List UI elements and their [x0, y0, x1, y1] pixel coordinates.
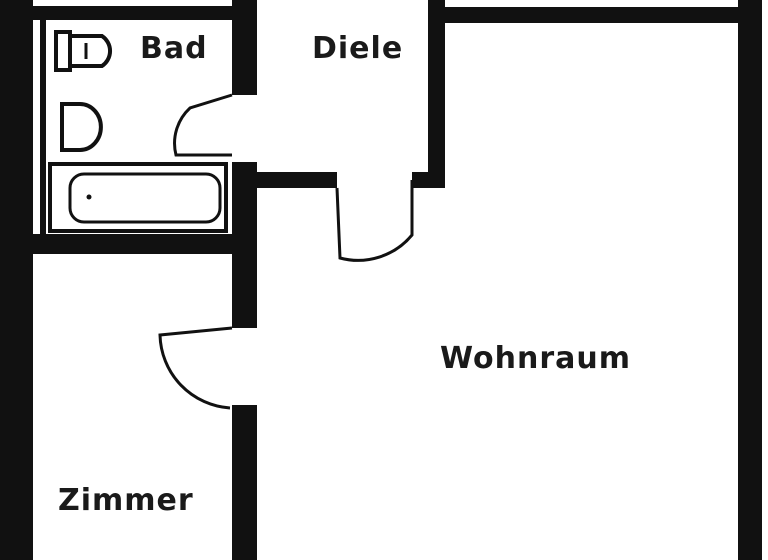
zimmer-door-swing: [158, 326, 233, 410]
interior-walls: [33, 0, 445, 560]
bad-door-swing: [173, 93, 233, 157]
diele-bottom-wall-left: [257, 172, 337, 188]
bathtub-icon: [48, 162, 228, 233]
room-label-zimmer: Zimmer: [58, 483, 194, 518]
bathroom-fixtures: [48, 30, 228, 233]
right-outer-wall: [738, 0, 762, 560]
bad-diele-wall-lower: [232, 162, 257, 328]
diele-door-swing: [335, 180, 414, 262]
bad-bottom-wall: [33, 234, 232, 254]
room-label-bad: Bad: [140, 31, 208, 66]
bad-diele-wall-upper: [232, 0, 257, 95]
diele-bottom-wall-right: [412, 172, 445, 188]
diele-wohnraum-wall: [428, 0, 445, 182]
top-wall-wohnraum: [445, 7, 745, 23]
bad-inner-wall: [40, 20, 46, 234]
left-outer-wall: [0, 0, 33, 560]
sink-icon: [60, 102, 103, 152]
room-label-diele: Diele: [312, 31, 404, 66]
doors: [158, 93, 414, 410]
room-label-wohnraum: Wohnraum: [440, 341, 632, 376]
toilet-icon: [54, 30, 112, 72]
top-wall-bad: [33, 6, 233, 20]
zimmer-wohnraum-wall: [232, 405, 257, 560]
